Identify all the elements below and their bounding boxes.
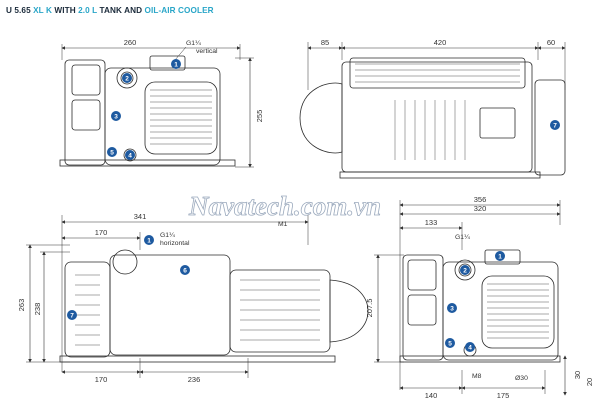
svg-text:3: 3 xyxy=(114,114,118,121)
dim-20: 20 xyxy=(585,378,594,386)
callout-5-br: 5 xyxy=(445,338,455,348)
callout-1-br: 1 xyxy=(495,251,505,261)
svg-text:1: 1 xyxy=(147,238,151,245)
svg-text:2: 2 xyxy=(463,268,467,275)
label-dia30: Ø30 xyxy=(515,375,528,382)
cooler-grille xyxy=(144,81,218,155)
dim-356: 356 xyxy=(474,195,487,204)
motor-fan-cover xyxy=(329,279,369,343)
label-vertical: vertical xyxy=(196,48,218,55)
label-g-horizontal: G1¼ xyxy=(160,232,175,239)
cooler-housing xyxy=(64,261,111,358)
oil-cooler xyxy=(534,79,566,176)
svg-text:5: 5 xyxy=(448,341,452,348)
dim-85: 85 xyxy=(321,38,329,47)
label-g-front: G1¼ xyxy=(455,234,470,241)
inlet-flange xyxy=(149,55,186,71)
callout-7-bl: 7 xyxy=(67,310,77,320)
view-top-right xyxy=(299,42,566,179)
label-m1: M1 xyxy=(278,221,288,228)
pump-block xyxy=(109,254,231,356)
callout-1-bl: 1 xyxy=(144,235,154,245)
view-bottom-left xyxy=(26,215,369,378)
view-top-left xyxy=(59,44,254,168)
motor-end-cap xyxy=(299,82,343,154)
callout-4-br: 4 xyxy=(465,342,475,352)
dim-207-5: 207.5 xyxy=(365,299,374,318)
pump-front-housing xyxy=(442,261,559,361)
svg-text:7: 7 xyxy=(553,123,557,130)
dim-170-bottom: 170 xyxy=(95,375,108,384)
dim-60: 60 xyxy=(547,38,555,47)
end-cover xyxy=(64,59,106,166)
diagram-title: U 5.65 XL K WITH 2.0 L TANK AND OIL-AIR … xyxy=(6,6,214,15)
callouts: 1 2 3 4 5 7 1 6 7 1 2 3 4 5 xyxy=(67,59,560,352)
view-bottom-right xyxy=(374,200,567,396)
callout-6-bl: 6 xyxy=(180,265,190,275)
dim-175: 175 xyxy=(497,391,510,400)
callout-5-tl: 5 xyxy=(107,147,117,157)
dim-236: 236 xyxy=(188,375,201,384)
callout-2-br: 2 xyxy=(460,265,470,275)
callout-7-tr: 7 xyxy=(550,120,560,130)
callout-3-br: 3 xyxy=(447,303,457,313)
watermark: Navatech.com.vn xyxy=(188,191,381,221)
svg-text:1: 1 xyxy=(498,254,502,261)
dim-170-top: 170 xyxy=(95,228,108,237)
dim-30: 30 xyxy=(573,371,582,379)
dim-255: 255 xyxy=(255,110,264,123)
inlet-filter xyxy=(112,249,138,275)
cooler-grille-front xyxy=(481,275,555,349)
svg-text:6: 6 xyxy=(183,268,187,275)
gauge xyxy=(116,67,138,89)
svg-text:4: 4 xyxy=(128,153,132,160)
svg-text:3: 3 xyxy=(450,306,454,313)
motor-body xyxy=(229,269,331,353)
dim-263: 263 xyxy=(17,299,26,312)
dim-420: 420 xyxy=(434,38,447,47)
callout-3-tl: 3 xyxy=(111,111,121,121)
label-horizontal: horizontal xyxy=(160,240,190,247)
callout-1-tl: 1 xyxy=(171,59,181,69)
dim-260: 260 xyxy=(124,38,137,47)
label-m8: M8 xyxy=(472,373,482,380)
svg-text:4: 4 xyxy=(468,345,472,352)
dim-133: 133 xyxy=(425,218,438,227)
svg-text:5: 5 xyxy=(110,150,114,157)
dim-341: 341 xyxy=(134,212,147,221)
callout-4-tl: 4 xyxy=(125,150,135,160)
drain-plug xyxy=(123,148,137,162)
callout-2-tl: 2 xyxy=(122,73,132,83)
pump-housing xyxy=(104,67,221,166)
motor-fins xyxy=(349,57,526,89)
dim-320: 320 xyxy=(474,204,487,213)
dim-238: 238 xyxy=(33,303,42,316)
dim-140: 140 xyxy=(425,391,438,400)
svg-text:2: 2 xyxy=(125,76,129,83)
svg-text:1: 1 xyxy=(174,62,178,69)
label-g-vertical: G1¼ xyxy=(186,40,201,47)
pump-body-side xyxy=(341,61,533,173)
svg-text:7: 7 xyxy=(70,313,74,320)
